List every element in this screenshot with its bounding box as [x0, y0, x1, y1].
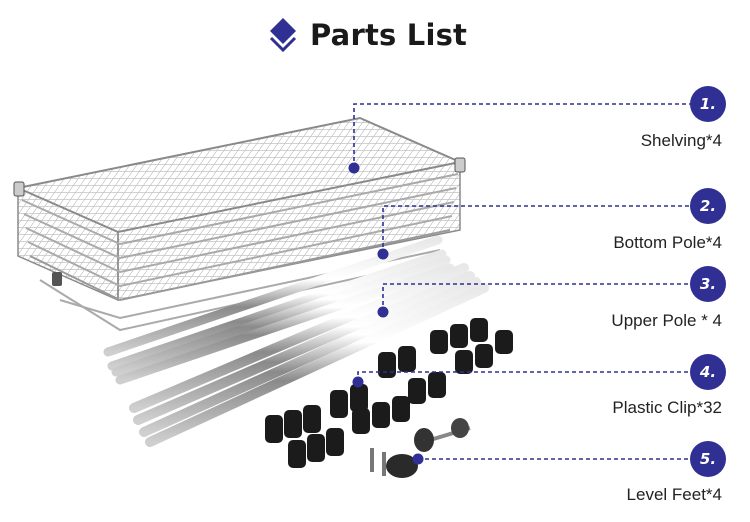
title-text: Parts List — [310, 18, 468, 52]
leader-dots — [348, 162, 424, 465]
poles — [103, 235, 489, 447]
level-feet — [370, 418, 471, 478]
part-number-1: 1. — [690, 86, 726, 122]
part-label-upper-pole: Upper Pole * 4 — [611, 311, 722, 330]
part-label-level-feet: Level Feet*4 — [626, 485, 722, 504]
shelving-stack — [13, 116, 466, 332]
part-label-shelving: Shelving*4 — [640, 131, 722, 150]
part-label-plastic-clip: Plastic Clip*32 — [612, 398, 722, 417]
part-number-2: 2. — [690, 188, 726, 224]
part-number-3: 3. — [690, 266, 726, 302]
part-number-5: 5. — [690, 441, 726, 477]
plastic-clips — [265, 318, 513, 468]
part-number-4: 4. — [690, 354, 726, 390]
page-title: Parts List — [268, 14, 467, 56]
part-label-bottom-pole: Bottom Pole*4 — [613, 233, 722, 252]
leader-lines — [353, 103, 692, 460]
diamond-icon — [269, 18, 297, 53]
